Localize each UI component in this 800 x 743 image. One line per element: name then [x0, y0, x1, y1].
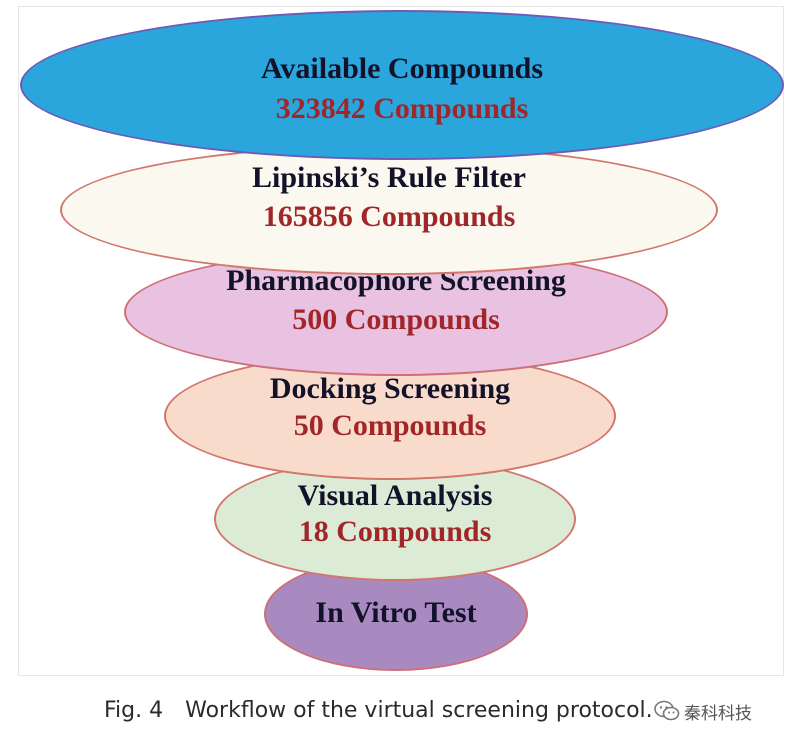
stage-count: 165856 Compounds	[262, 200, 516, 233]
stage-title: Lipinski’s Rule Filter	[252, 161, 526, 194]
figure-caption: Fig. 4 Workflow of the virtual screening …	[104, 694, 704, 728]
stage-title: In Vitro Test	[315, 596, 477, 629]
watermark-text: 秦科科技	[684, 703, 752, 724]
stage-count: 323842 Compounds	[275, 92, 529, 125]
stage-count: 50 Compounds	[293, 409, 487, 442]
watermark: 秦科科技	[652, 696, 754, 726]
stage-count: 18 Compounds	[298, 515, 492, 548]
figure-label: Fig. 4	[104, 698, 164, 723]
stage-title: Visual Analysis	[297, 479, 493, 512]
stage-title: Docking Screening	[269, 372, 511, 405]
stage-title: Available Compounds	[260, 52, 543, 85]
figure-caption-text: Workflow of the virtual screening protoc…	[185, 698, 653, 723]
figure-frame	[18, 6, 784, 676]
wechat-icon	[654, 700, 680, 721]
stage-lipinski-rule-filter: Lipinski’s Rule Filter 165856 Compounds	[60, 145, 718, 275]
stage-available-compounds: Available Compounds 323842 Compounds	[20, 10, 784, 160]
funnel-diagram: In Vitro Test Visual Analysis 18 Compoun…	[18, 6, 784, 676]
stage-count: 500 Compounds	[292, 303, 500, 336]
stage-ellipse	[20, 10, 784, 160]
